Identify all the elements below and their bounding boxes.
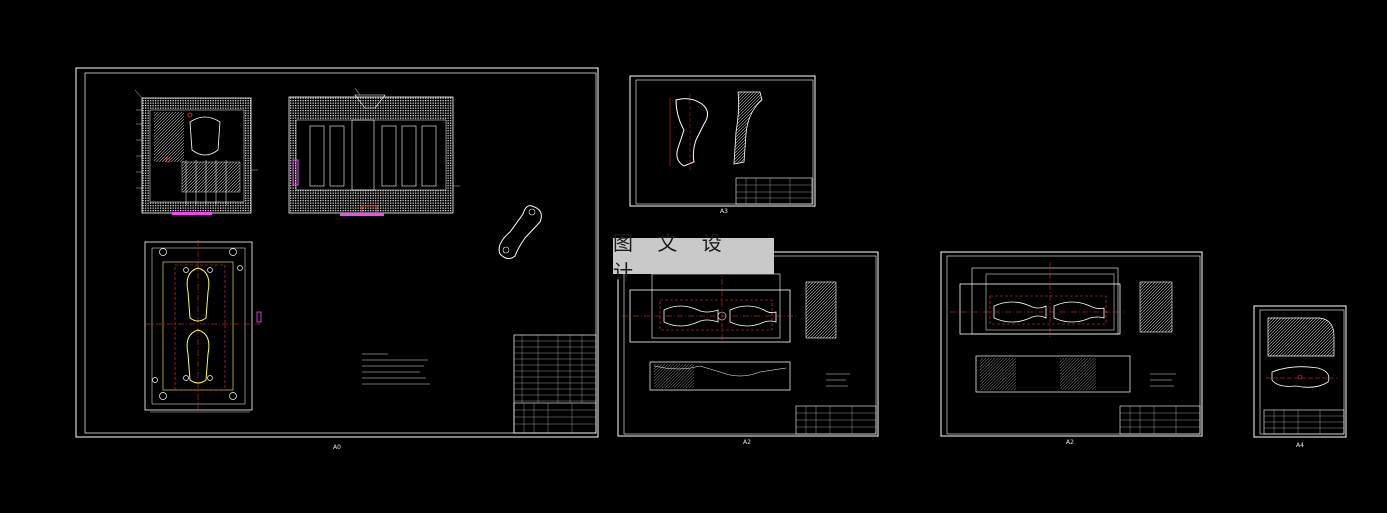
title-block-a2-cavity (795, 405, 877, 435)
title-block-a4 (1263, 409, 1345, 435)
front-section-view (134, 89, 258, 215)
sheet-border-inner (84, 72, 597, 434)
sheet-size-label-a2-core: A2 (1066, 439, 1074, 446)
title-block-a3 (735, 177, 813, 205)
part-outline-sketch (498, 205, 542, 260)
plan-view (144, 240, 262, 413)
sheet-core-plate (940, 251, 1203, 437)
sheet-main-assembly (75, 67, 599, 438)
sheet-border-outer (75, 67, 599, 438)
sheet-size-label-a0: A0 (333, 444, 341, 451)
sheet-size-label-a4: A4 (1296, 442, 1304, 449)
side-section-view (288, 87, 460, 216)
sheet-part-small (629, 75, 816, 207)
sheet-insert (1253, 305, 1347, 438)
watermark-banner: 图 文 设 计 (613, 231, 774, 284)
parts-list-title-block (513, 334, 597, 434)
technical-notes (362, 353, 430, 385)
sheet-cavity-plate (617, 251, 879, 437)
sheet-size-label-a2-cavity: A2 (743, 439, 751, 446)
title-block-a2-core (1119, 405, 1201, 435)
sheet-size-label-a3: A3 (720, 208, 728, 215)
